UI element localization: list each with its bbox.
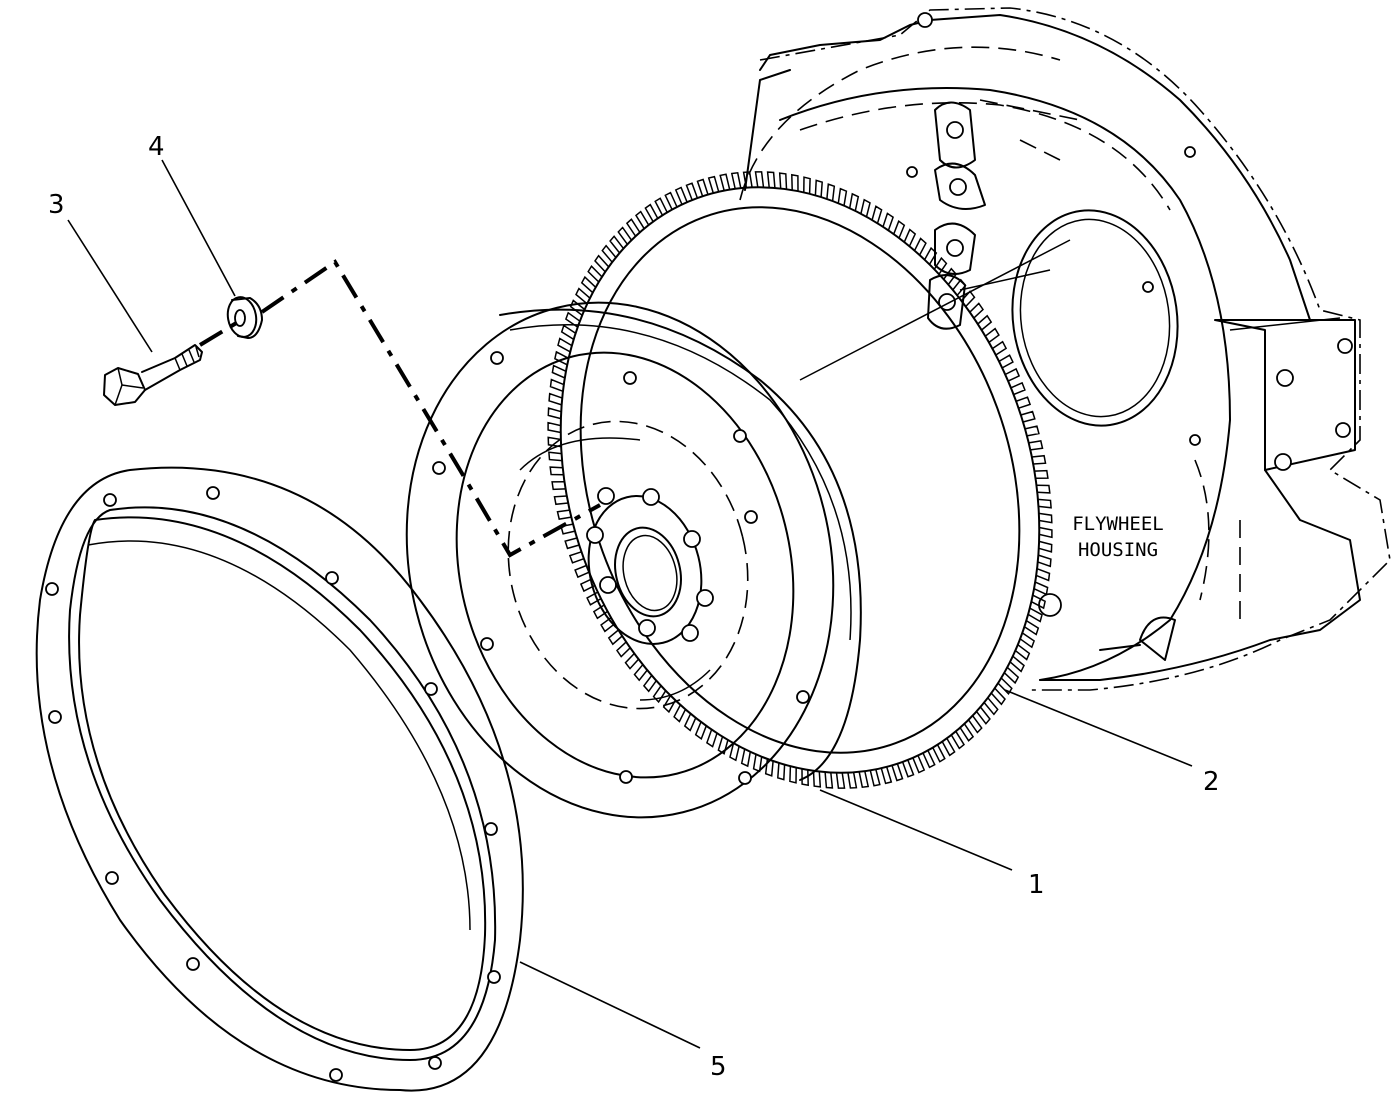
leader-3 bbox=[67, 219, 153, 353]
callout-5: 5 bbox=[710, 1052, 727, 1082]
assembly-path bbox=[198, 259, 601, 558]
gear-teeth-path bbox=[547, 171, 1053, 789]
callout-4: 4 bbox=[148, 132, 165, 162]
leader-2 bbox=[1004, 689, 1193, 767]
callouts: 1 2 3 4 5 bbox=[48, 132, 1220, 1082]
bolt bbox=[103, 344, 203, 406]
housing-label-line1: FLYWHEEL bbox=[1072, 513, 1164, 535]
housing-label-line2: HOUSING bbox=[1078, 539, 1158, 561]
callout-1: 1 bbox=[1028, 870, 1045, 900]
callout-2: 2 bbox=[1203, 767, 1220, 797]
seal-ring bbox=[35, 466, 524, 1092]
ring-gear bbox=[547, 171, 1053, 789]
leader-lines bbox=[67, 159, 1193, 1049]
leader-1 bbox=[819, 789, 1013, 871]
flywheel-housing bbox=[739, 7, 1391, 691]
flywheel bbox=[405, 301, 862, 819]
leader-5 bbox=[519, 961, 701, 1049]
leader-4 bbox=[161, 159, 236, 297]
gear-teeth bbox=[547, 171, 1053, 789]
washer bbox=[226, 296, 263, 339]
housing-label: FLYWHEEL HOUSING bbox=[1072, 513, 1164, 561]
callout-3: 3 bbox=[48, 190, 65, 220]
